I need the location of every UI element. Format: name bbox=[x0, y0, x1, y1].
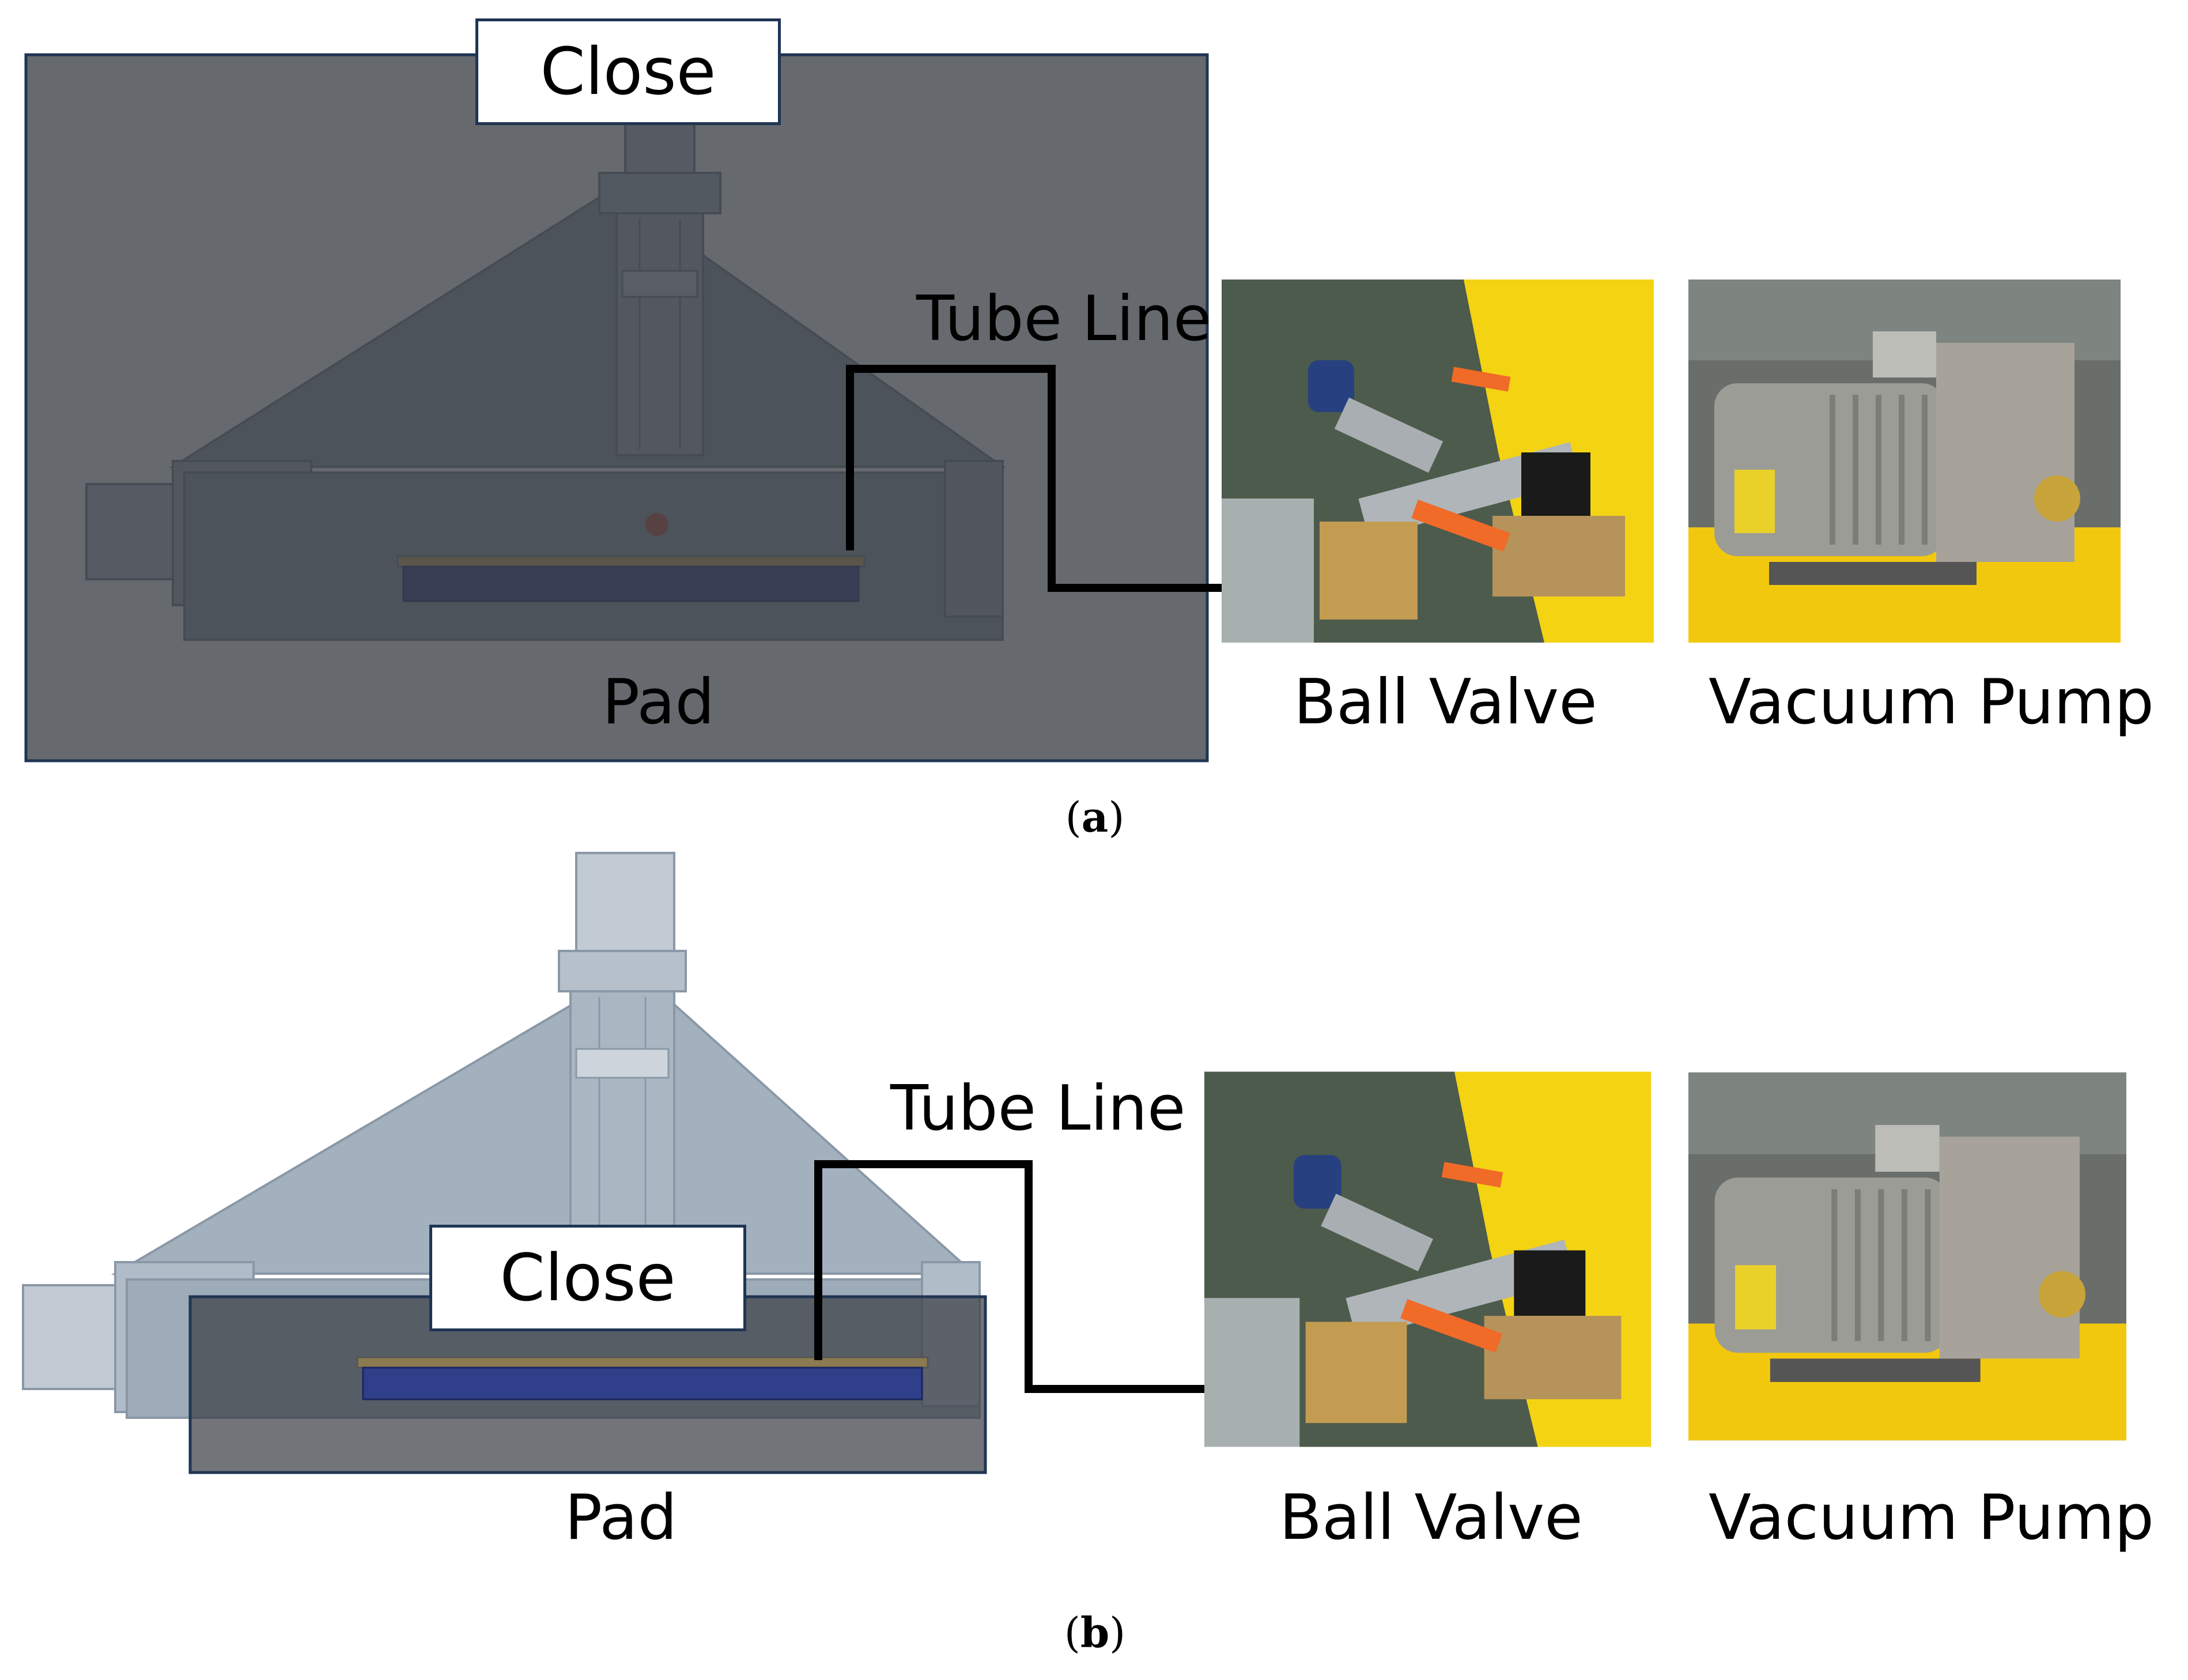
tube-line-label-a: Tube Line bbox=[916, 283, 1212, 355]
pad-label-b: Pad bbox=[565, 1482, 678, 1554]
close-label-b: Close bbox=[500, 1240, 676, 1316]
panel-b: Close Tube Line Pad Ball Valve Vacuum Pu… bbox=[0, 836, 2188, 1671]
ball-valve-label-a: Ball Valve bbox=[1294, 666, 1597, 738]
ball-valve-photo-b bbox=[1204, 1071, 1651, 1447]
vacuum-pump-label-b: Vacuum Pump bbox=[1709, 1482, 2154, 1554]
close-label-box-b: Close bbox=[429, 1225, 746, 1331]
vacuum-pump-photo-b bbox=[1688, 1072, 2126, 1441]
close-label-a: Close bbox=[540, 34, 716, 110]
panel-a: Close Tube Line Pad Ball Valve Vacu bbox=[0, 0, 2188, 841]
close-label-box-a: Close bbox=[475, 18, 781, 125]
machine-cad-drawing-a bbox=[24, 53, 1209, 762]
pad-label-a: Pad bbox=[602, 666, 715, 738]
caption-a: (a) bbox=[1065, 792, 1125, 841]
vacuum-pump-label-a: Vacuum Pump bbox=[1709, 666, 2154, 738]
tube-line-label-b: Tube Line bbox=[890, 1073, 1186, 1145]
caption-letter-a: a bbox=[1081, 792, 1109, 841]
caption-letter-b: b bbox=[1080, 1608, 1110, 1657]
ball-valve-label-b: Ball Valve bbox=[1279, 1482, 1583, 1554]
tube-line-a bbox=[846, 365, 1227, 592]
vacuum-pump-photo-a bbox=[1688, 280, 2121, 643]
caption-b: (b) bbox=[1064, 1608, 1126, 1657]
tube-line-b bbox=[814, 1160, 1210, 1393]
ball-valve-photo-a bbox=[1222, 280, 1654, 643]
